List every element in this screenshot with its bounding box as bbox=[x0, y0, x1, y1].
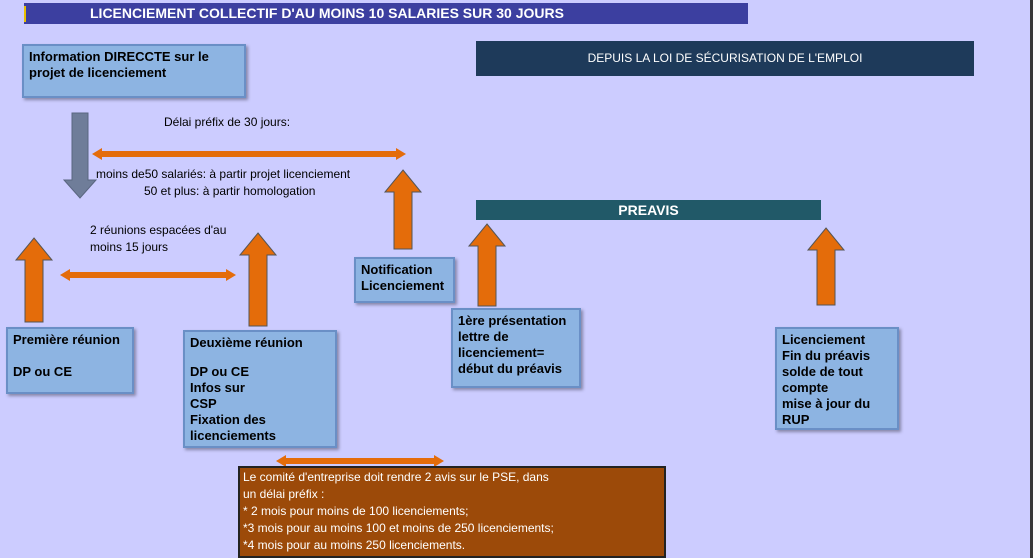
box-line: mise à jour du bbox=[782, 396, 871, 411]
box-line: licenciement= bbox=[458, 345, 545, 360]
page-title: LICENCIEMENT COLLECTIF D'AU MOINS 10 SAL… bbox=[24, 3, 748, 24]
box-line: Licenciement bbox=[361, 278, 445, 293]
box-line: lettre de bbox=[458, 329, 509, 344]
up-arrow-icon-premiere bbox=[14, 237, 54, 323]
up-arrow-icon-deuxieme bbox=[238, 232, 278, 327]
box-line: projet de licenciement bbox=[29, 65, 167, 80]
note-line: *4 mois pour au moins 250 licenciements. bbox=[243, 538, 466, 552]
box-premiere-reunion: Première réunion DP ou CE bbox=[6, 327, 134, 394]
title-marker bbox=[24, 6, 26, 22]
up-arrow-icon-licenciement bbox=[806, 227, 846, 306]
note-line: * 2 mois pour moins de 100 licenciements… bbox=[243, 504, 469, 518]
up-arrow-icon-presentation bbox=[467, 223, 507, 307]
box-line: Licenciement bbox=[782, 332, 866, 347]
label-plus-50: 50 et plus: à partir homologation bbox=[144, 184, 316, 198]
box-line: compte bbox=[782, 380, 829, 395]
box-deuxieme-reunion: Deuxième réunion DP ou CE Infos sur CSP … bbox=[183, 330, 337, 448]
box-line: DP ou CE bbox=[190, 364, 249, 379]
label-delai-prefix: Délai préfix de 30 jours: bbox=[164, 115, 291, 129]
box-line: début du préavis bbox=[458, 361, 563, 376]
box-line: Deuxième réunion bbox=[190, 335, 303, 350]
down-arrow-icon bbox=[62, 112, 98, 199]
double-arrow-30-jours bbox=[92, 148, 406, 160]
note-comite-entreprise: Le comité d'entreprise doit rendre 2 avi… bbox=[238, 466, 666, 558]
label-reunions: 2 réunions espacées d'au moins 15 jours bbox=[90, 222, 226, 256]
box-line: solde de tout bbox=[782, 364, 863, 379]
box-line: Infos sur bbox=[190, 380, 245, 395]
box-line bbox=[13, 348, 127, 364]
box-line: Fin du préavis bbox=[782, 348, 871, 363]
box-line: Première réunion bbox=[13, 332, 120, 347]
up-arrow-icon-notification bbox=[383, 169, 423, 250]
box-line: Information DIRECCTE sur le bbox=[29, 49, 209, 64]
box-line: RUP bbox=[782, 412, 810, 427]
note-line: *3 mois pour au moins 100 et moins de 25… bbox=[243, 521, 554, 535]
label-line: moins 15 jours bbox=[90, 240, 169, 254]
box-licenciement: Licenciement Fin du préavis solde de tou… bbox=[775, 327, 899, 430]
box-line: Notification bbox=[361, 262, 433, 277]
box-information-direccte: Information DIRECCTE sur le projet de li… bbox=[22, 44, 246, 98]
box-line: Fixation des bbox=[190, 412, 266, 427]
double-arrow-15-jours bbox=[60, 269, 236, 281]
label-moins-50: moins de50 salariés: à partir projet lic… bbox=[96, 167, 351, 181]
box-premiere-presentation: 1ère présentation lettre de licenciement… bbox=[451, 308, 581, 388]
preavis-banner: PREAVIS bbox=[476, 200, 821, 220]
window-edge bbox=[1030, 0, 1033, 558]
loi-banner: DEPUIS LA LOI DE SÉCURISATION DE L'EMPLO… bbox=[476, 41, 974, 76]
box-line: licenciements bbox=[190, 428, 276, 443]
label-line: 2 réunions espacées d'au bbox=[90, 223, 227, 237]
box-line bbox=[190, 351, 330, 364]
box-line: DP ou CE bbox=[13, 364, 72, 379]
note-line: Le comité d'entreprise doit rendre 2 avi… bbox=[243, 470, 549, 484]
box-line: CSP bbox=[190, 396, 217, 411]
box-line: 1ère présentation bbox=[458, 313, 567, 328]
note-line: un délai préfix : bbox=[243, 487, 325, 501]
box-notification: Notification Licenciement bbox=[354, 257, 455, 303]
double-arrow-comite bbox=[276, 455, 444, 467]
